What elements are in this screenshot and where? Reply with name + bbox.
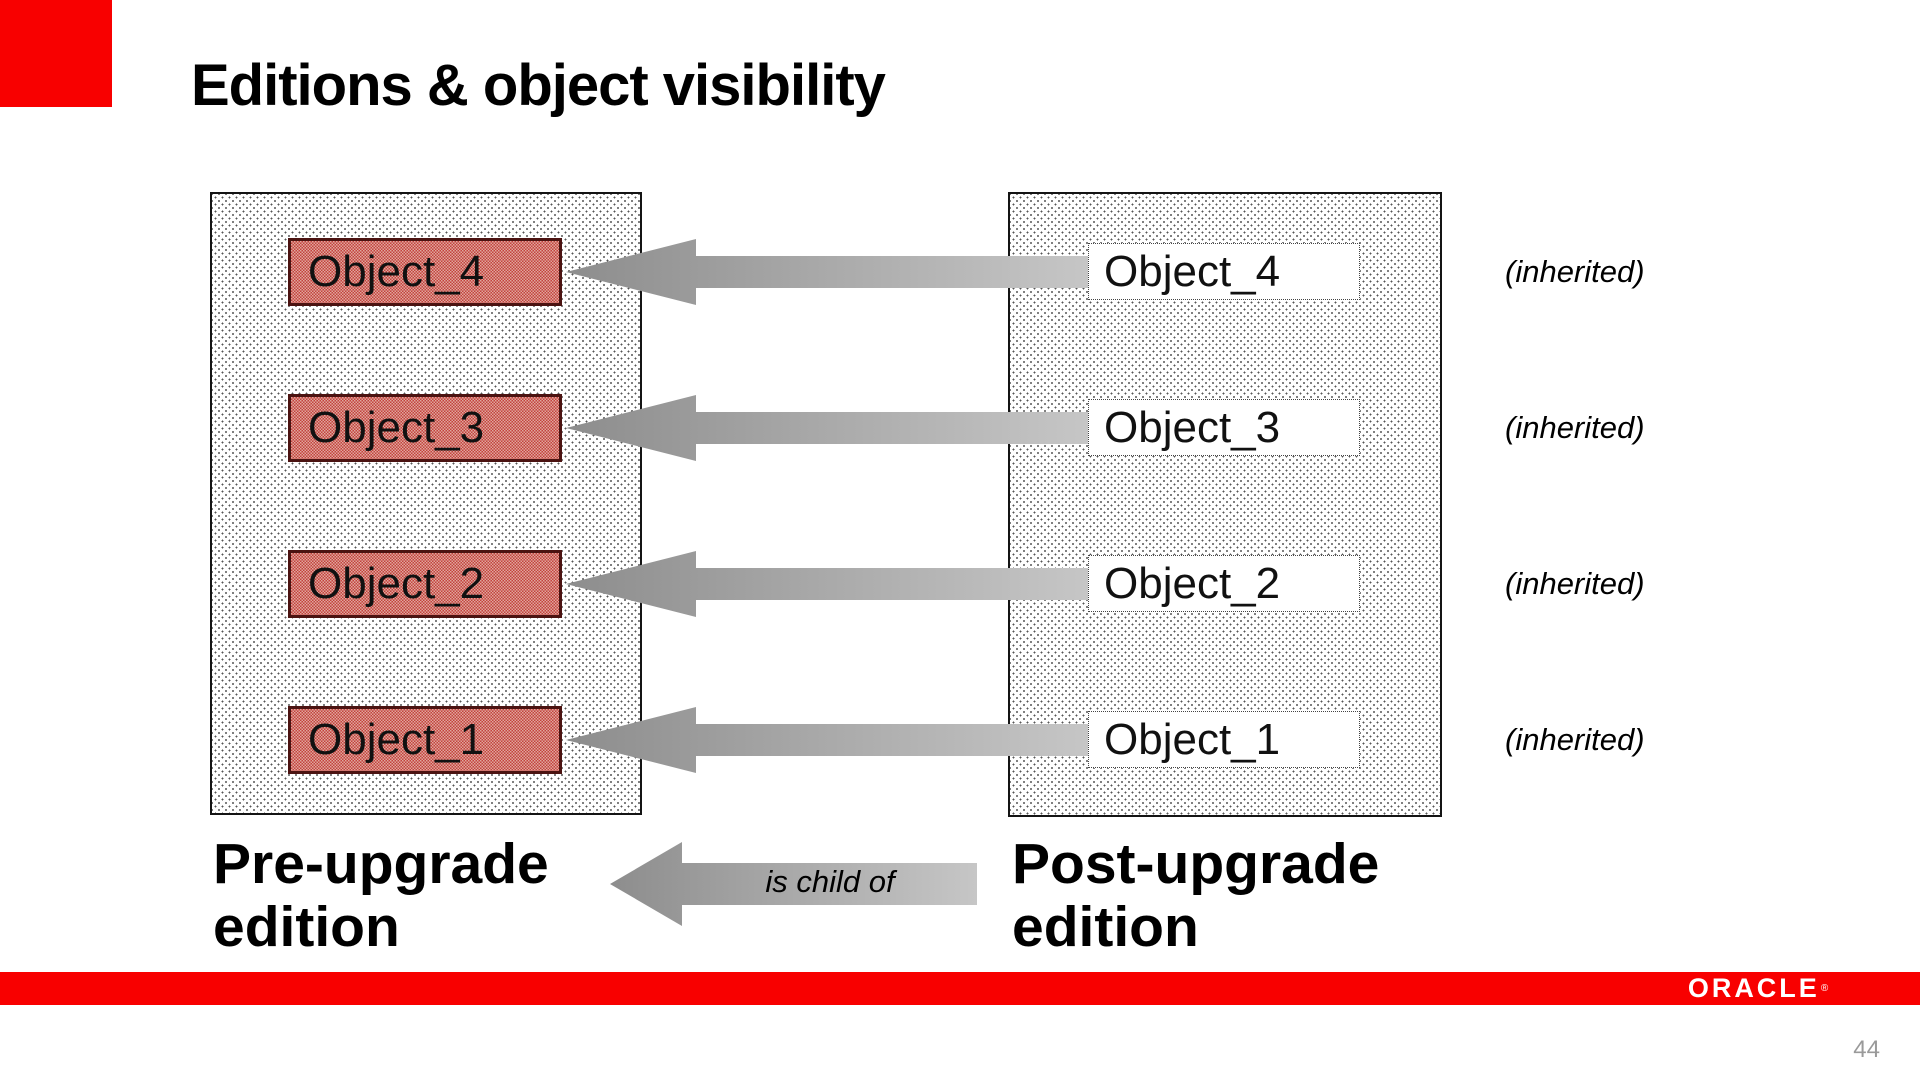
object-label: Object_2 bbox=[308, 559, 485, 608]
object-label: Object_1 bbox=[1104, 714, 1281, 764]
post-upgrade-object-box: Object_1 bbox=[1088, 711, 1360, 768]
page-number: 44 bbox=[1853, 1036, 1880, 1063]
object-label: Object_2 bbox=[1104, 558, 1281, 608]
brand-corner-block bbox=[0, 0, 112, 107]
post-upgrade-object-box: Object_3 bbox=[1088, 399, 1360, 456]
inherited-note: (inherited) bbox=[1505, 566, 1645, 601]
page-title: Editions & object visibility bbox=[191, 53, 886, 118]
inherited-note: (inherited) bbox=[1505, 722, 1645, 757]
caption-line: Post-upgrade bbox=[1012, 832, 1380, 896]
object-label: Object_4 bbox=[1104, 246, 1281, 296]
object-label: Object_1 bbox=[308, 715, 485, 764]
pre-upgrade-object-box: Object_1 bbox=[288, 706, 562, 774]
pre-upgrade-caption: Pre-upgrade edition bbox=[213, 833, 549, 958]
post-upgrade-object-box: Object_2 bbox=[1088, 555, 1360, 612]
object-label: Object_3 bbox=[308, 403, 485, 452]
oracle-wordmark: ORACLE bbox=[1687, 973, 1820, 1003]
inherited-note: (inherited) bbox=[1505, 254, 1645, 289]
pre-upgrade-object-box: Object_4 bbox=[288, 238, 562, 306]
caption-line: edition bbox=[1012, 894, 1199, 959]
post-upgrade-object-box: Object_4 bbox=[1088, 243, 1360, 300]
post-upgrade-caption: Post-upgrade edition bbox=[1012, 833, 1379, 958]
caption-line: Pre-upgrade bbox=[213, 832, 549, 896]
inheritance-arrow bbox=[566, 395, 1088, 461]
oracle-logo: ORACLE® bbox=[1678, 972, 1838, 1005]
is-child-of-label: is child of bbox=[765, 864, 895, 899]
pre-upgrade-object-box: Object_3 bbox=[288, 394, 562, 462]
inheritance-arrow bbox=[566, 239, 1088, 305]
object-label: Object_3 bbox=[1104, 402, 1281, 452]
pre-upgrade-object-box: Object_2 bbox=[288, 550, 562, 618]
caption-line: edition bbox=[213, 894, 400, 959]
inheritance-arrow bbox=[566, 551, 1088, 617]
inherited-note: (inherited) bbox=[1505, 410, 1645, 445]
is-child-of-arrow bbox=[610, 842, 977, 926]
inheritance-arrow bbox=[566, 707, 1088, 773]
object-label: Object_4 bbox=[308, 247, 485, 296]
footer-bar: ORACLE® bbox=[0, 972, 1920, 1005]
registered-mark: ® bbox=[1820, 982, 1829, 994]
